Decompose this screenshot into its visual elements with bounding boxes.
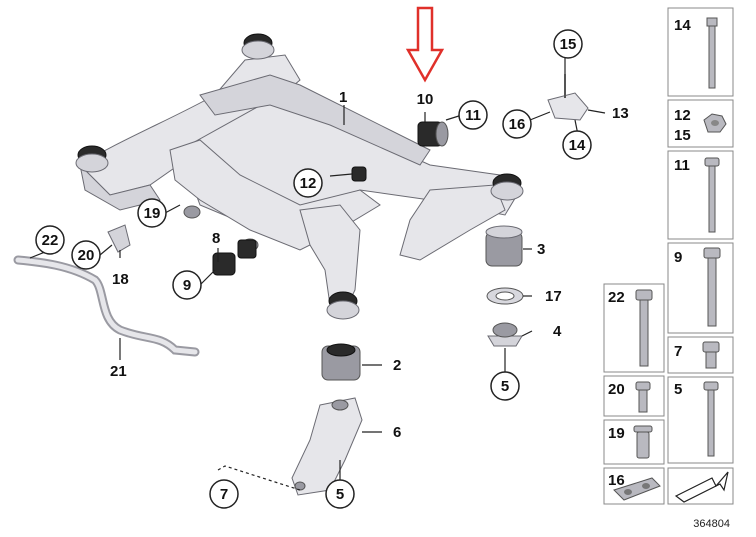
callout-18: 18 xyxy=(112,271,129,288)
callout-10: 10 xyxy=(417,91,434,108)
callout-22: 22 xyxy=(42,232,59,249)
callout-7: 7 xyxy=(220,486,228,503)
callout-20: 20 xyxy=(78,247,95,264)
sleeve-19-icon xyxy=(633,425,653,459)
callout-2: 2 xyxy=(393,357,401,374)
bushing-9 xyxy=(212,252,236,276)
bolt-14-icon xyxy=(706,17,718,89)
panel-label-9: 9 xyxy=(674,249,682,266)
mount-3 xyxy=(485,225,523,267)
callout-12: 12 xyxy=(300,175,317,192)
washer-17 xyxy=(486,287,524,305)
panel-label-15: 15 xyxy=(674,127,691,144)
bolt-5-icon xyxy=(703,381,719,457)
callout-3: 3 xyxy=(537,241,545,258)
callout-14: 14 xyxy=(569,137,586,154)
panel-label-20: 20 xyxy=(608,381,625,398)
diagram-code: 364804 xyxy=(693,518,730,530)
panel-label-11: 11 xyxy=(674,157,690,174)
mount-2 xyxy=(321,343,361,381)
bushing-8 xyxy=(237,239,257,259)
callout-5a: 5 xyxy=(501,378,509,395)
callout-5b: 5 xyxy=(336,486,344,503)
panel-label-22: 22 xyxy=(608,289,625,306)
stabilizer-bar-21 xyxy=(13,255,200,357)
bracket-18 xyxy=(107,224,131,253)
callouts: 1 12 10 11 3 17 4 5 2 6 5 7 8 9 19 20 18… xyxy=(35,29,629,509)
bolt-22-icon xyxy=(635,289,653,367)
bracket-6 xyxy=(291,397,363,496)
dimension-7 xyxy=(217,465,301,491)
plate-16-icon xyxy=(613,477,661,501)
callout-13: 13 xyxy=(612,105,629,122)
panel-label-7: 7 xyxy=(674,343,682,360)
link-13 xyxy=(547,74,589,121)
callout-8: 8 xyxy=(212,230,220,247)
panel-label-16: 16 xyxy=(608,472,625,489)
callout-17: 17 xyxy=(545,288,562,305)
bushing-10 xyxy=(417,121,449,147)
bolt-9-icon xyxy=(703,247,721,327)
callout-21: 21 xyxy=(110,363,127,380)
callout-11: 11 xyxy=(465,107,481,124)
callout-4: 4 xyxy=(553,323,562,340)
nut-icon xyxy=(703,113,727,133)
rear-subframe xyxy=(75,33,524,320)
callout-15: 15 xyxy=(560,36,577,53)
panel-label-14: 14 xyxy=(674,17,691,34)
fastener-panel: 14 12 15 11 9 7 5 xyxy=(603,7,734,530)
callout-1: 1 xyxy=(339,89,347,106)
callout-6: 6 xyxy=(393,424,401,441)
panel-label-12: 12 xyxy=(674,107,691,124)
callout-19: 19 xyxy=(144,205,161,222)
bolt-20-icon xyxy=(635,381,651,413)
panel-label-5: 5 xyxy=(674,381,682,398)
panel-label-19: 19 xyxy=(608,425,625,442)
leader-lines xyxy=(29,56,606,480)
bolt-11-icon xyxy=(704,157,720,233)
callout-16: 16 xyxy=(509,116,526,133)
next-arrow-icon xyxy=(674,471,729,503)
bolt-12 xyxy=(329,166,367,182)
callout-9: 9 xyxy=(183,277,191,294)
down-arrow-icon xyxy=(405,6,445,83)
cap-4 xyxy=(487,322,523,347)
bolt-7-icon xyxy=(702,341,720,369)
